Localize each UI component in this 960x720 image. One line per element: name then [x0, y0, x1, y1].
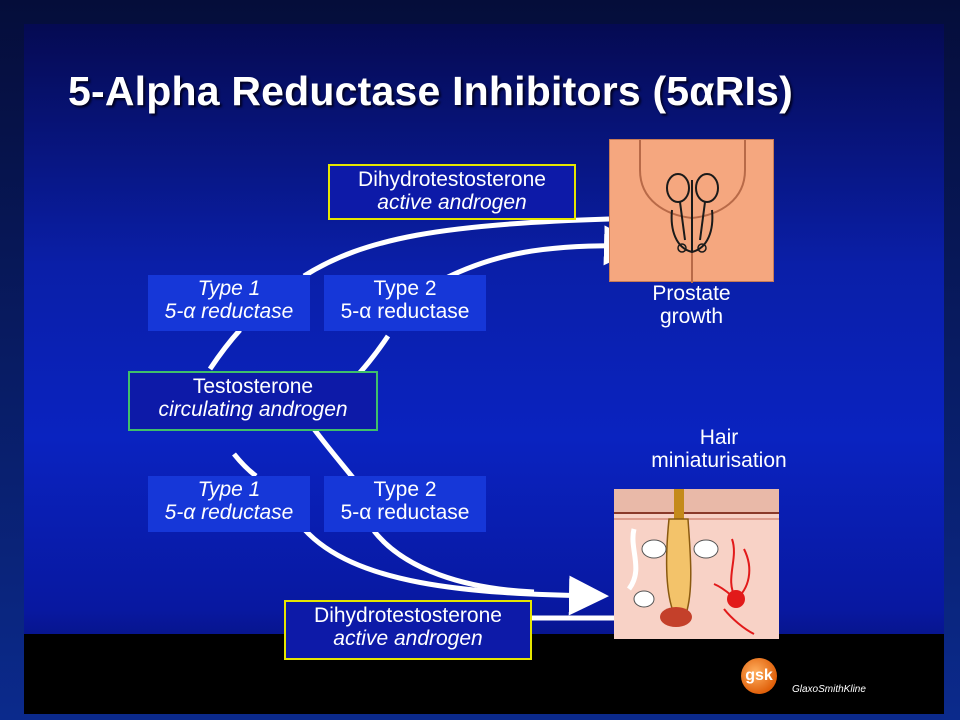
arrow-type1-to-prostate: [302, 216, 610, 279]
arrow-testosterone-to-type1-bottom: [232, 452, 258, 478]
hair-label: Hair miniaturisation: [639, 426, 799, 472]
prostate-icon: [639, 140, 746, 283]
prostate-label-line2: growth: [659, 305, 724, 328]
testosterone-line2: circulating androgen: [158, 398, 348, 421]
prostate-label-line1: Prostate: [652, 282, 731, 305]
gsk-logo-mark: gsk: [745, 667, 773, 684]
dht-bottom-box: Dihydrotestosterone active androgen: [284, 600, 532, 660]
gsk-logo-text: GlaxoSmithKline: [792, 684, 866, 695]
type2-top-line2: 5-α reductase: [340, 300, 470, 323]
arrow-type2-bottom-to-dht: [372, 529, 535, 595]
hair-follicle-illustration: [614, 469, 779, 639]
prostate-label: Prostate growth: [609, 282, 774, 328]
arrow-testosterone-to-type2-bottom: [312, 427, 356, 481]
hair-follicle-icon: [614, 469, 779, 635]
type1-bottom-box: Type 1 5-α reductase: [148, 476, 310, 532]
gsk-logo: [741, 658, 777, 694]
testosterone-box: Testosterone circulating androgen: [128, 371, 378, 431]
arrow-testosterone-to-type1-top: [207, 328, 242, 371]
type1-top-line1: Type 1: [197, 277, 261, 300]
dht-top-line2: active androgen: [377, 191, 527, 214]
slide-title: 5-Alpha Reductase Inhibitors (5αRIs): [68, 68, 793, 114]
prostate-illustration: [609, 139, 774, 283]
hair-label-line1: Hair: [699, 426, 739, 449]
slide: 5-Alpha Reductase Inhibitors (5αRIs) Dih…: [24, 24, 944, 714]
dht-bottom-line1: Dihydrotestosterone: [314, 604, 502, 627]
type2-bottom-line2: 5-α reductase: [340, 501, 470, 524]
type2-top-box: Type 2 5-α reductase: [324, 275, 486, 331]
type1-top-line2: 5-α reductase: [164, 300, 294, 323]
type2-bottom-box: Type 2 5-α reductase: [324, 476, 486, 532]
type1-top-box: Type 1 5-α reductase: [148, 275, 310, 331]
dht-top-box: Dihydrotestosterone active androgen: [328, 164, 576, 220]
type1-bottom-line1: Type 1: [197, 478, 261, 501]
arrow-type1-bottom-to-hair: [302, 527, 609, 616]
type1-bottom-line2: 5-α reductase: [164, 501, 294, 524]
type2-top-line1: Type 2: [373, 277, 437, 300]
testosterone-line1: Testosterone: [192, 375, 314, 398]
dht-bottom-line2: active androgen: [333, 627, 483, 650]
hair-label-line2: miniaturisation: [651, 449, 787, 472]
dht-top-line1: Dihydrotestosterone: [358, 168, 546, 191]
type2-bottom-line1: Type 2: [373, 478, 437, 501]
arrow-type2-to-prostate: [442, 225, 644, 282]
